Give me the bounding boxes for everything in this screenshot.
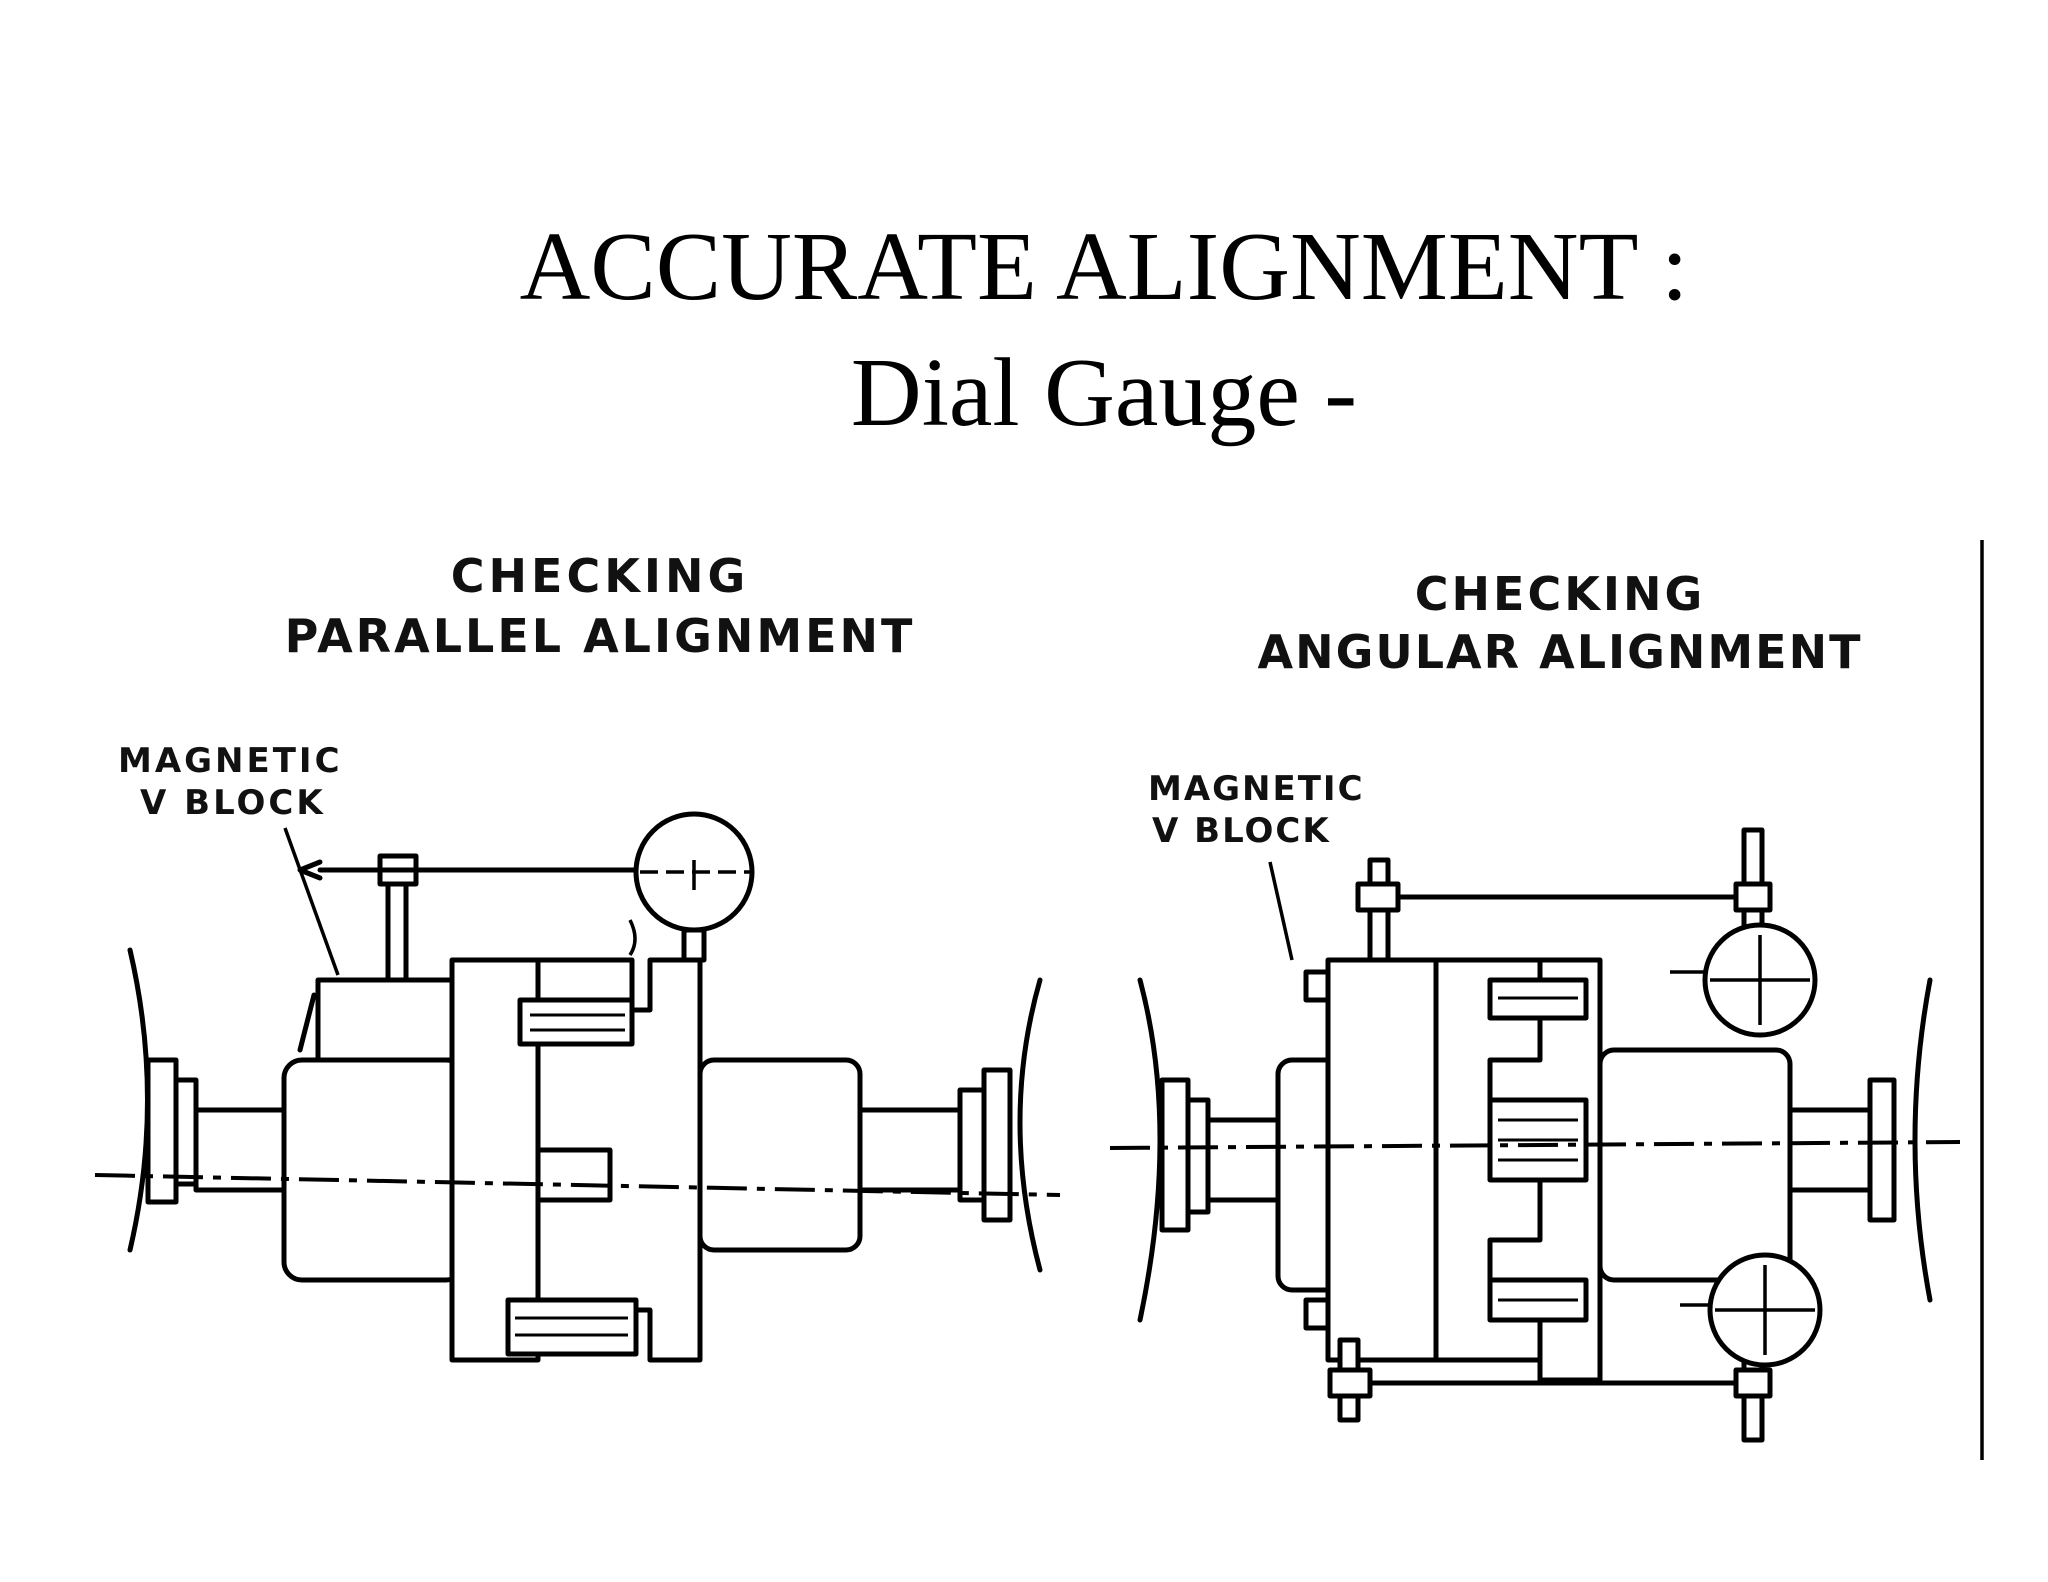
left-shaft [1205, 1117, 1281, 1203]
v-block-edge [297, 992, 317, 1053]
block-screw-top [1303, 969, 1331, 1003]
left-machine-arc [1137, 977, 1163, 1323]
left-shaft-collar [1185, 1097, 1211, 1215]
jaw-insert-top [517, 997, 635, 1047]
left-hub [281, 1057, 467, 1283]
parallel-heading-line1: CHECKING [451, 549, 749, 603]
block-screw-bottom [1303, 1297, 1331, 1331]
magnetic-v-block [315, 977, 467, 1063]
angular-centerline [1109, 1140, 1961, 1150]
right-hub [697, 1057, 863, 1253]
right-shaft-collar [957, 1087, 987, 1203]
right-shaft [857, 1107, 963, 1193]
angular-heading-line1: CHECKING [1415, 567, 1705, 621]
parallel-alignment-figure: CHECKING PARALLEL ALIGNMENT MAGNETIC V B… [94, 549, 1061, 1363]
angular-callout-leader [1268, 861, 1294, 961]
parallel-centerline [94, 1173, 1061, 1197]
left-shaft-collar [173, 1077, 199, 1187]
angular-alignment-figure: CHECKING ANGULAR ALIGNMENT MAGNETIC V BL… [1109, 540, 1984, 1460]
angular-callout-line2: V BLOCK [1152, 811, 1331, 851]
angular-callout-line1: MAGNETIC [1148, 769, 1365, 809]
right-shaft-flange [981, 1067, 1013, 1223]
slide-subtitle: Dial Gauge - [850, 339, 1358, 447]
right-hub [1597, 1047, 1793, 1283]
top-post-clamp [1355, 881, 1401, 913]
parallel-heading-line2: PARALLEL ALIGNMENT [285, 609, 916, 663]
top-post-right-clamp [1733, 881, 1773, 913]
parallel-callout-leader [283, 827, 340, 976]
left-shaft-flange [1159, 1077, 1191, 1233]
bar-tip [297, 859, 323, 881]
right-machine-flange-arc [1017, 977, 1043, 1273]
parallel-callout-line2: V BLOCK [140, 783, 326, 823]
slide-title: ACCURATE ALIGNMENT : [519, 213, 1689, 321]
right-shaft [1787, 1107, 1873, 1193]
angular-heading-line2: ANGULAR ALIGNMENT [1258, 625, 1863, 679]
right-shaft-flange [1867, 1077, 1897, 1223]
coupling-flange-right [535, 957, 703, 1363]
dial-stem [681, 927, 707, 963]
left-shaft-flange [145, 1057, 179, 1205]
jaw-insert-bottom [505, 1297, 639, 1357]
bottom-post-clamp [1327, 1367, 1373, 1399]
right-machine-arc [1912, 977, 1933, 1303]
bottom-post-right-clamp [1733, 1367, 1773, 1399]
magnetic-v-block-body [1325, 957, 1439, 1363]
dial-bracket [628, 919, 637, 956]
left-machine-flange-arc [127, 947, 150, 1253]
parallel-callout-line1: MAGNETIC [118, 741, 343, 781]
